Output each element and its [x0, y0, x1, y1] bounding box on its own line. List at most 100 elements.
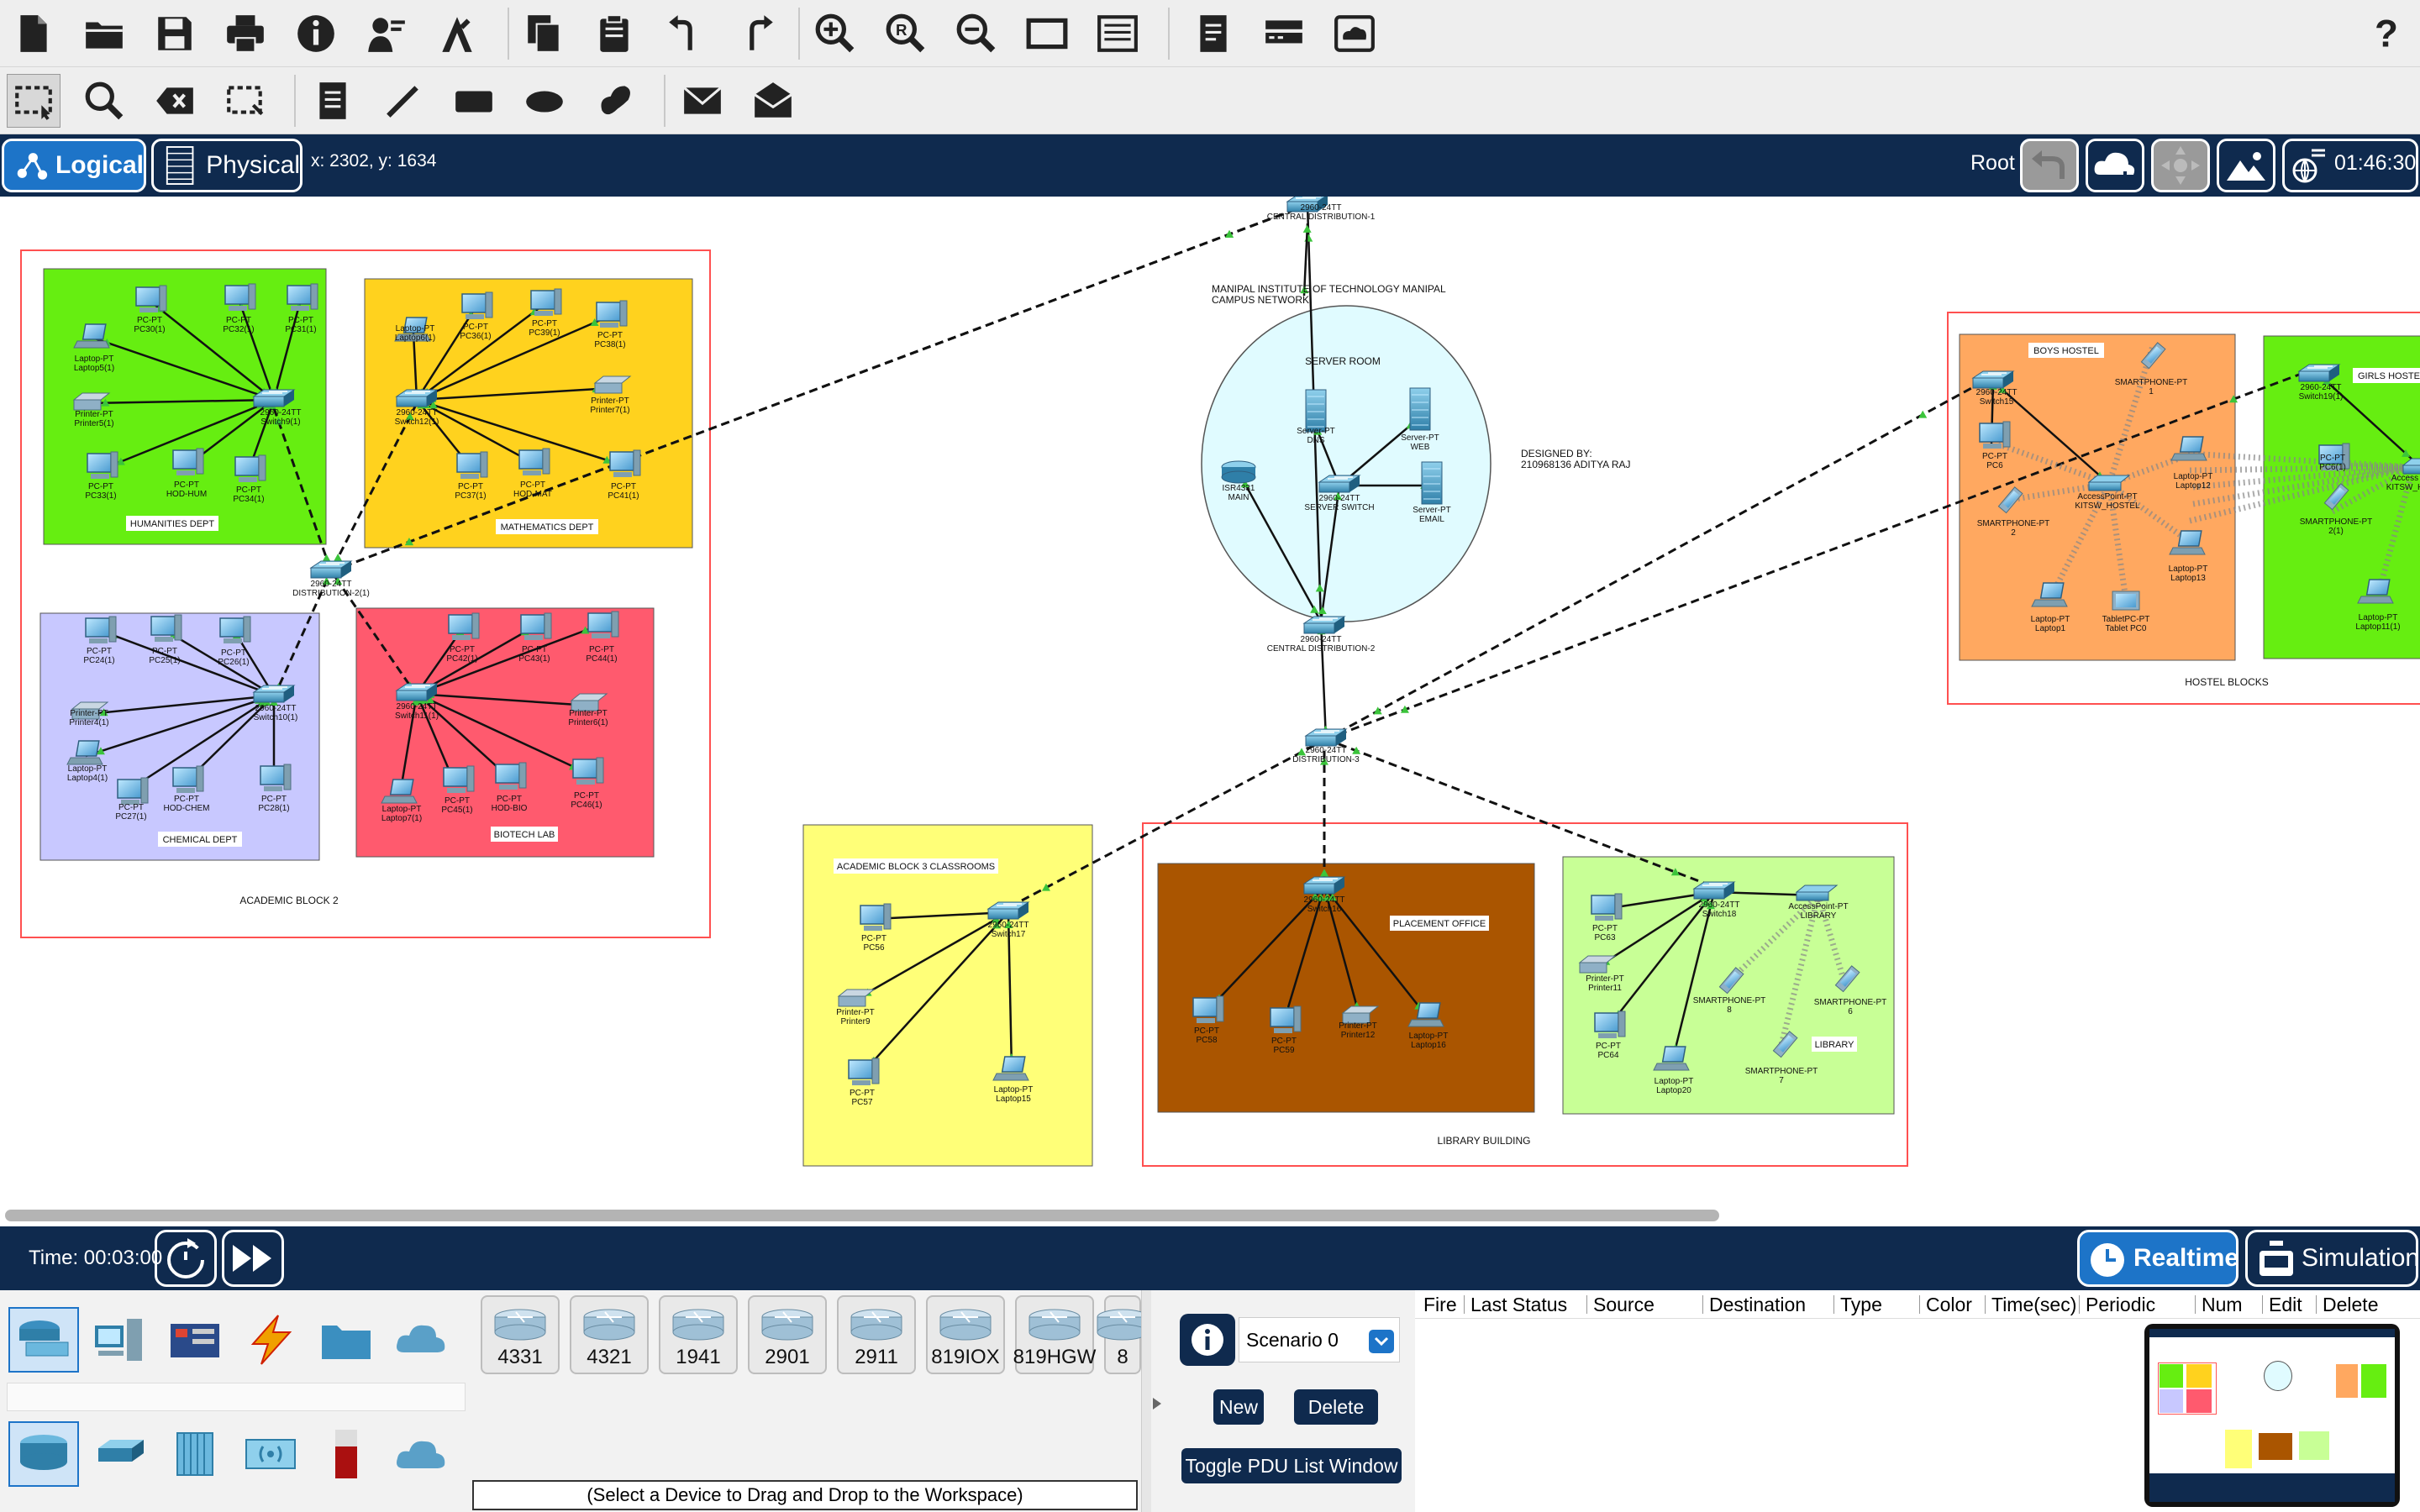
cable-link[interactable] — [1282, 886, 1326, 1022]
library-device-3[interactable] — [1594, 1011, 1626, 1038]
biotech-switch[interactable] — [395, 683, 439, 701]
cable-link[interactable] — [1237, 471, 1323, 622]
back-level-button[interactable] — [2020, 139, 2079, 192]
complex-pdu-icon[interactable] — [746, 74, 800, 128]
delete-scenario-button[interactable]: Delete — [1294, 1389, 1378, 1425]
cable-link[interactable] — [855, 911, 1009, 1001]
cable-link[interactable] — [107, 398, 275, 469]
router-model-2901[interactable]: 2901 — [748, 1295, 827, 1374]
cable-link[interactable] — [237, 298, 276, 401]
chemical-device-1[interactable] — [85, 616, 117, 643]
library-device-1[interactable] — [1591, 893, 1623, 921]
subcategory-routers[interactable] — [8, 1421, 79, 1487]
boys-hostel-device-5[interactable] — [2169, 530, 2206, 555]
central-distribution2-switch[interactable] — [1302, 616, 1346, 634]
cable-dist3-library[interactable] — [1325, 738, 1707, 885]
humanities-device-8[interactable] — [234, 454, 266, 482]
device-list-scrollbar[interactable] — [1141, 1290, 1151, 1512]
placement-device-2[interactable] — [1270, 1005, 1302, 1033]
humanities-device-3[interactable] — [287, 283, 318, 311]
cable-link[interactable] — [415, 693, 455, 782]
pdu-column-fire[interactable]: Fire — [1423, 1294, 1457, 1315]
router-model-819iox[interactable]: 819IOX — [926, 1295, 1005, 1374]
boys-hostel-device-6[interactable] — [2031, 582, 2068, 607]
cable-link[interactable] — [416, 398, 624, 467]
mathematics-device-6[interactable] — [456, 451, 488, 479]
inspect-icon[interactable] — [77, 74, 131, 128]
tab-logical[interactable]: Logical — [2, 139, 146, 192]
cable-link[interactable] — [873, 911, 1009, 921]
user-profile-icon[interactable] — [360, 7, 413, 60]
humanities-device-5[interactable] — [72, 392, 111, 411]
simulation-mode-button[interactable]: Simulation — [2245, 1230, 2419, 1287]
cable-link[interactable] — [149, 300, 275, 401]
library-switch[interactable] — [1692, 881, 1736, 900]
cable-link[interactable] — [1992, 381, 2110, 485]
biotech-device-6[interactable] — [443, 765, 475, 793]
girls-hostel-device-1[interactable] — [2318, 443, 2350, 470]
classrooms-device-1[interactable] — [860, 903, 892, 931]
cable-link[interactable] — [1302, 223, 1309, 297]
scenario-select[interactable]: Scenario 0 — [1239, 1317, 1400, 1362]
router-model-2911[interactable]: 2911 — [837, 1295, 916, 1374]
new-scenario-button[interactable]: New — [1213, 1389, 1264, 1425]
chemical-device-7[interactable] — [172, 765, 204, 793]
humanities-device-4[interactable] — [73, 323, 110, 349]
router-model-1941[interactable]: 1941 — [659, 1295, 738, 1374]
humanities-device-6[interactable] — [87, 451, 118, 479]
isr4331-router[interactable] — [1221, 460, 1256, 484]
chemical-device-8[interactable] — [260, 764, 292, 791]
info-icon[interactable] — [289, 7, 343, 60]
workspace-minimap[interactable] — [2144, 1324, 2400, 1507]
pdu-column-source[interactable]: Source — [1593, 1294, 1655, 1315]
classrooms-device-2[interactable] — [837, 989, 876, 1007]
pdu-column-last-status[interactable]: Last Status — [1470, 1294, 1568, 1315]
chemical-switch[interactable] — [252, 685, 296, 703]
new-file-icon[interactable] — [7, 7, 60, 60]
cable-link[interactable] — [272, 407, 333, 572]
pdu-column-color[interactable]: Color — [1926, 1294, 1972, 1315]
draw-line-icon[interactable] — [376, 74, 430, 128]
cable-link[interactable] — [1209, 886, 1325, 1009]
cable-link[interactable] — [85, 694, 275, 758]
boys-hostel-device-2[interactable] — [1979, 421, 2011, 449]
distribution2-switch[interactable] — [309, 560, 353, 579]
biotech-device-3[interactable] — [587, 611, 619, 638]
open-folder-icon[interactable] — [77, 7, 131, 60]
custom-device-dialog-icon[interactable] — [1091, 7, 1144, 60]
pdu-column-time-sec-[interactable]: Time(sec) — [1991, 1294, 2077, 1315]
router-model-4321[interactable]: 4321 — [570, 1295, 649, 1374]
scenario-info-button[interactable] — [1180, 1314, 1235, 1366]
category-end-devices[interactable] — [84, 1307, 155, 1373]
biotech-device-7[interactable] — [495, 762, 527, 790]
pdu-column-type[interactable]: Type — [1840, 1294, 1882, 1315]
cable-link[interactable] — [189, 399, 275, 465]
subcategory-hubs[interactable] — [160, 1421, 230, 1487]
resize-shape-icon[interactable] — [218, 74, 272, 128]
cable-dist3-classrooms[interactable] — [1021, 738, 1327, 902]
classrooms-device-4[interactable] — [992, 1056, 1029, 1081]
collapse-arrow-icon[interactable] — [1151, 1391, 1163, 1416]
zoom-reset-icon[interactable]: R — [879, 7, 933, 60]
cable-link[interactable] — [416, 692, 591, 707]
placement-device-4[interactable] — [1407, 1002, 1444, 1027]
server-switch[interactable] — [1318, 475, 1361, 493]
cable-link[interactable] — [272, 298, 302, 401]
zoom-in-icon[interactable] — [808, 7, 862, 60]
redo-icon[interactable] — [729, 7, 783, 60]
cable-link[interactable] — [1323, 886, 1361, 1017]
pdu-column-delete[interactable]: Delete — [2323, 1294, 2379, 1315]
cable-link[interactable] — [98, 628, 275, 697]
drawing-palette-icon[interactable] — [1020, 7, 1074, 60]
pdu-column-num[interactable]: Num — [2202, 1294, 2243, 1315]
tab-physical[interactable]: Physical — [151, 139, 302, 192]
network-cloud-icon[interactable] — [1328, 7, 1381, 60]
pdu-column-destination[interactable]: Destination — [1709, 1294, 1807, 1315]
mathematics-device-5[interactable] — [593, 375, 632, 394]
cable-link[interactable] — [415, 307, 477, 401]
category-miscellaneous[interactable] — [311, 1307, 381, 1373]
cable-link[interactable] — [1319, 485, 1341, 622]
cable-link[interactable] — [90, 398, 275, 405]
dns-server[interactable] — [1305, 389, 1327, 433]
cable-link[interactable] — [416, 386, 613, 402]
